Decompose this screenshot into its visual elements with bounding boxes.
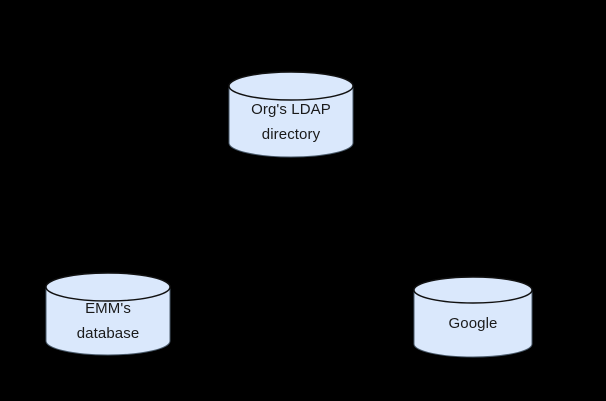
cylinder-node-ldap[interactable]: Org's LDAP directory <box>228 71 354 158</box>
cylinder-top-rim <box>228 71 354 101</box>
cylinder-node-google[interactable]: Google <box>413 276 533 358</box>
cylinder-node-emm[interactable]: EMM's database <box>45 272 171 356</box>
cylinder-top-rim <box>45 272 171 302</box>
cylinder-shape-google <box>413 276 533 358</box>
cylinder-top-rim <box>413 276 533 304</box>
cylinder-shape-emm <box>45 272 171 356</box>
cylinder-shape-ldap <box>228 71 354 158</box>
